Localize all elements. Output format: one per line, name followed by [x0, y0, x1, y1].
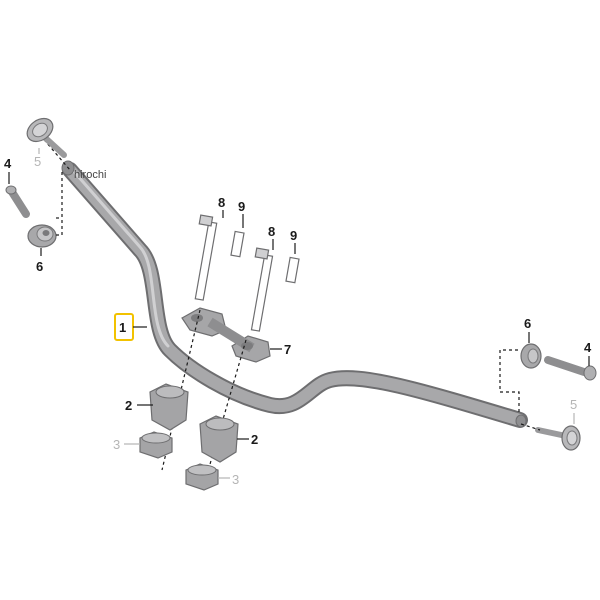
riser-upper-right — [199, 415, 239, 463]
callout-3-left: 3 — [113, 437, 140, 452]
callout-label: 9 — [238, 199, 245, 214]
riser-lower-left — [139, 431, 173, 459]
callout-9-left: 9 — [238, 199, 245, 228]
sleeve-right — [285, 256, 300, 284]
screw-left — [5, 185, 30, 218]
callout-8-right: 8 — [268, 224, 275, 250]
callout-label: 5 — [570, 397, 577, 412]
clamp — [181, 307, 271, 363]
bolt-right — [250, 247, 274, 332]
callout-9-right: 9 — [290, 228, 297, 254]
callout-label: 7 — [284, 342, 291, 357]
callout-5-right: 5 — [570, 397, 577, 424]
callout-4-right: 4 — [584, 340, 592, 366]
bolt-left — [194, 214, 218, 301]
callout-7: 7 — [270, 342, 291, 357]
washer-left — [27, 224, 57, 248]
callout-label: 4 — [584, 340, 592, 355]
callout-label: 8 — [218, 195, 225, 210]
riser-upper-left — [149, 383, 189, 431]
washer-right — [520, 343, 542, 369]
riser-lower-right — [185, 463, 219, 491]
bar-end-left — [26, 117, 67, 158]
callout-label: 1 — [119, 320, 126, 335]
callout-2-right: 2 — [237, 432, 258, 447]
callout-label: 2 — [125, 398, 132, 413]
callout-label: 9 — [290, 228, 297, 243]
callout-label: 2 — [251, 432, 258, 447]
screw-right — [544, 356, 597, 381]
callout-5-left: 5 — [34, 148, 41, 169]
callout-label: 4 — [4, 156, 12, 171]
watermark-text: hirochi — [74, 169, 106, 181]
handlebar — [61, 160, 528, 428]
callout-label: 3 — [113, 437, 120, 452]
callout-1: 1 — [114, 313, 147, 341]
callout-8-left: 8 — [218, 195, 225, 218]
callout-6-left: 6 — [36, 248, 43, 274]
callout-label: 5 — [34, 154, 41, 169]
callout-4-left: 4 — [4, 156, 12, 184]
callout-3-right: 3 — [218, 472, 239, 487]
bar-end-right — [535, 425, 581, 451]
callout-6-right: 6 — [524, 316, 531, 343]
callout-2-left: 2 — [125, 398, 153, 413]
callout-label: 3 — [232, 472, 239, 487]
callout-label: 6 — [36, 259, 43, 274]
callout-label: 8 — [268, 224, 275, 239]
callout-label: 6 — [524, 316, 531, 331]
sleeve-left — [230, 230, 245, 258]
